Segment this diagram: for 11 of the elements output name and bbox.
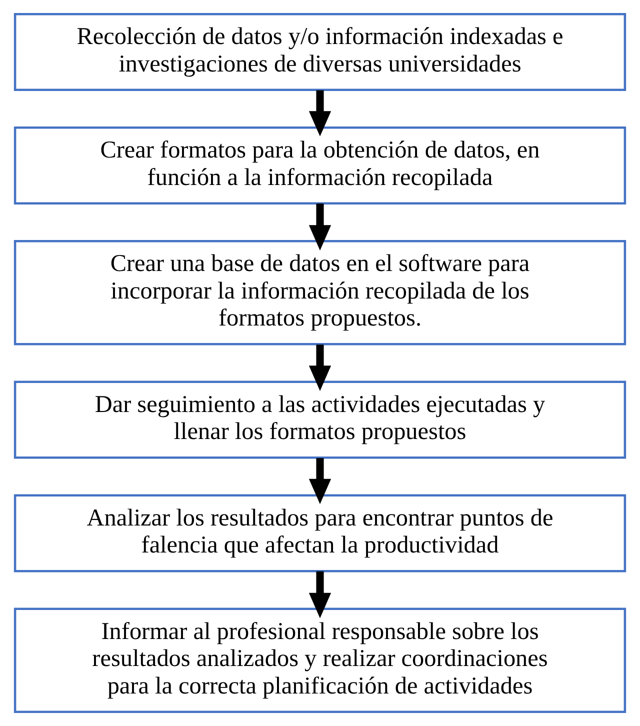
node-box: Recolección de datos y/o información indexadas e investigaciones de diversas universidades [14, 13, 626, 91]
arrow [308, 90, 332, 136]
node-box: Crear formatos para la obtención de datos, en función a la información recopilada [14, 126, 626, 204]
node-box: Dar seguimiento a las actividades ejecutadas y llenar los formatos propuestos [14, 380, 626, 459]
node-box: Informar al profesional responsable sobre los resultados analizados y realizar coordinaciones para la correcta planificación de actividades [14, 608, 626, 713]
arrow [308, 458, 332, 504]
node-box: Analizar los resultados para encontrar puntos de falencia que afectan la productividad [14, 494, 626, 572]
arrow [308, 571, 332, 618]
arrow [308, 344, 332, 391]
arrow [308, 204, 332, 250]
node-box: Crear una base de datos en el software para incorporar la información recopilada de los formatos propuestos. [14, 240, 626, 346]
